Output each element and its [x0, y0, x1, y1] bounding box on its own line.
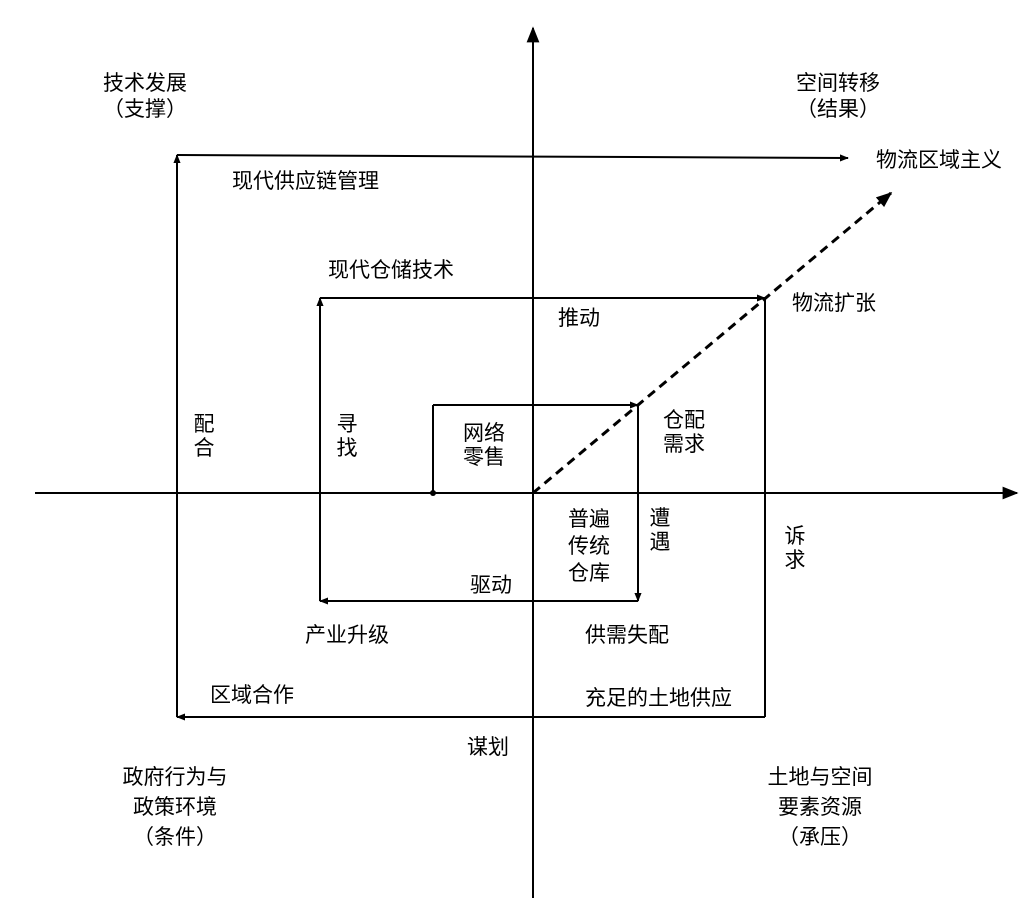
- quadrant-bottom-left: 政府行为与 政策环境 （条件）: [100, 762, 250, 852]
- label-cooperate: 配合: [193, 412, 215, 460]
- label-encounter: 遭遇: [649, 506, 671, 554]
- quadrant-bottom-right: 土地与空间 要素资源 （承压）: [745, 762, 895, 852]
- label-drive: 驱动: [470, 573, 512, 597]
- label-modern-scm: 现代供应链管理: [232, 169, 379, 193]
- quadrant-bottom-right-line-2: 要素资源: [778, 795, 862, 819]
- label-push: 推动: [558, 306, 600, 330]
- quadrant-bottom-left-line-2: 政策环境: [133, 795, 217, 819]
- quadrant-bottom-right-line-3: （承压）: [778, 825, 862, 849]
- label-industrial-upgrade: 产业升级: [305, 623, 389, 647]
- quadrant-top-left-line-2: （支撑）: [103, 97, 187, 121]
- quadrant-top-left-line-1: 技术发展: [103, 71, 187, 95]
- label-storage-demand: 仓配需求: [663, 408, 705, 456]
- arrow-supply-chain: [176, 154, 849, 162]
- label-online-retail: 网络零售: [463, 421, 505, 469]
- quadrant-bottom-left-line-1: 政府行为与: [122, 765, 228, 789]
- label-logistics-regionalism: 物流区域主义: [876, 148, 1002, 172]
- label-appeal: 诉求: [784, 524, 806, 572]
- trend-dashed-arrow: [532, 191, 893, 495]
- label-logistics-expansion: 物流扩张: [792, 291, 876, 315]
- label-supply-demand-mismatch: 供需失配: [585, 623, 669, 647]
- quadrant-bottom-right-line-1: 土地与空间: [767, 765, 873, 789]
- label-ubiquitous-warehouse: 普遍传统仓库: [568, 507, 610, 585]
- origin-dot: [430, 490, 436, 496]
- quadrant-top-right: 空间转移 （结果）: [773, 70, 903, 122]
- quadrant-top-right-line-2: （结果）: [796, 97, 880, 121]
- label-plan: 谋划: [467, 735, 509, 759]
- label-seek: 寻找: [336, 412, 358, 460]
- quadrant-top-left: 技术发展 （支撑）: [80, 70, 210, 122]
- label-modern-storage: 现代仓储技术: [328, 258, 454, 282]
- quadrant-bottom-left-line-3: （条件）: [133, 825, 217, 849]
- label-land-supply: 充足的土地供应: [585, 686, 732, 710]
- label-regional-cooperation: 区域合作: [210, 683, 294, 707]
- quadrant-top-right-line-1: 空间转移: [796, 71, 880, 95]
